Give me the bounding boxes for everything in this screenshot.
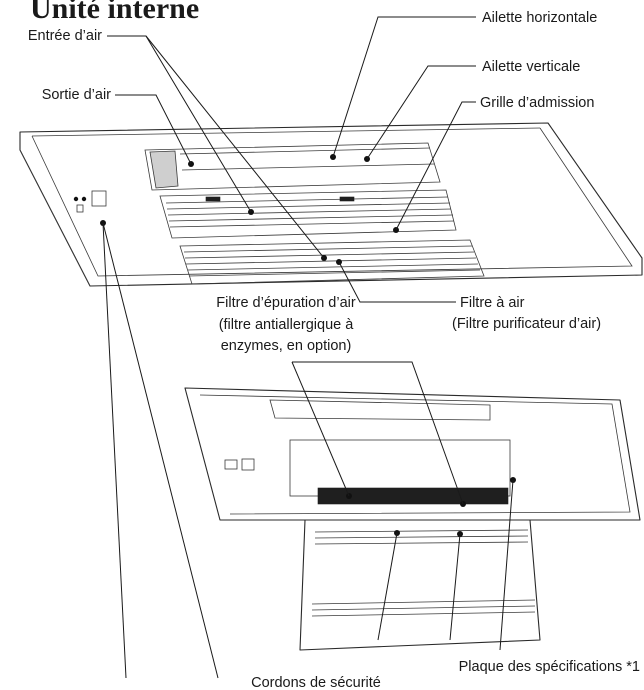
label-purifying-filter-line3: enzymes, en option): [221, 338, 352, 354]
label-air-filter-line2: (Filtre purificateur d’air): [452, 316, 601, 332]
label-air-outlet: Sortie d’air: [42, 87, 111, 103]
diagram-title: Unité interne: [30, 0, 199, 25]
indoor-unit-top-view: [20, 123, 642, 286]
label-air-inlet: Entrée d’air: [28, 28, 102, 44]
label-purifying-filter-line1: Filtre d’épuration d’air: [216, 295, 356, 311]
label-air-filter-line1: Filtre à air: [460, 295, 525, 311]
label-purifying-filter-line2: (filtre antiallergique à: [219, 317, 355, 333]
label-intake-grille: Grille d’admission: [480, 95, 594, 111]
label-horizontal-vane: Ailette horizontale: [482, 10, 597, 26]
label-vertical-vane: Ailette verticale: [482, 59, 580, 75]
label-safety-cords: Cordons de sécurité: [251, 675, 381, 690]
label-spec-plate: Plaque des spécifications *1: [459, 659, 640, 675]
indoor-unit-open-view: [185, 388, 640, 650]
